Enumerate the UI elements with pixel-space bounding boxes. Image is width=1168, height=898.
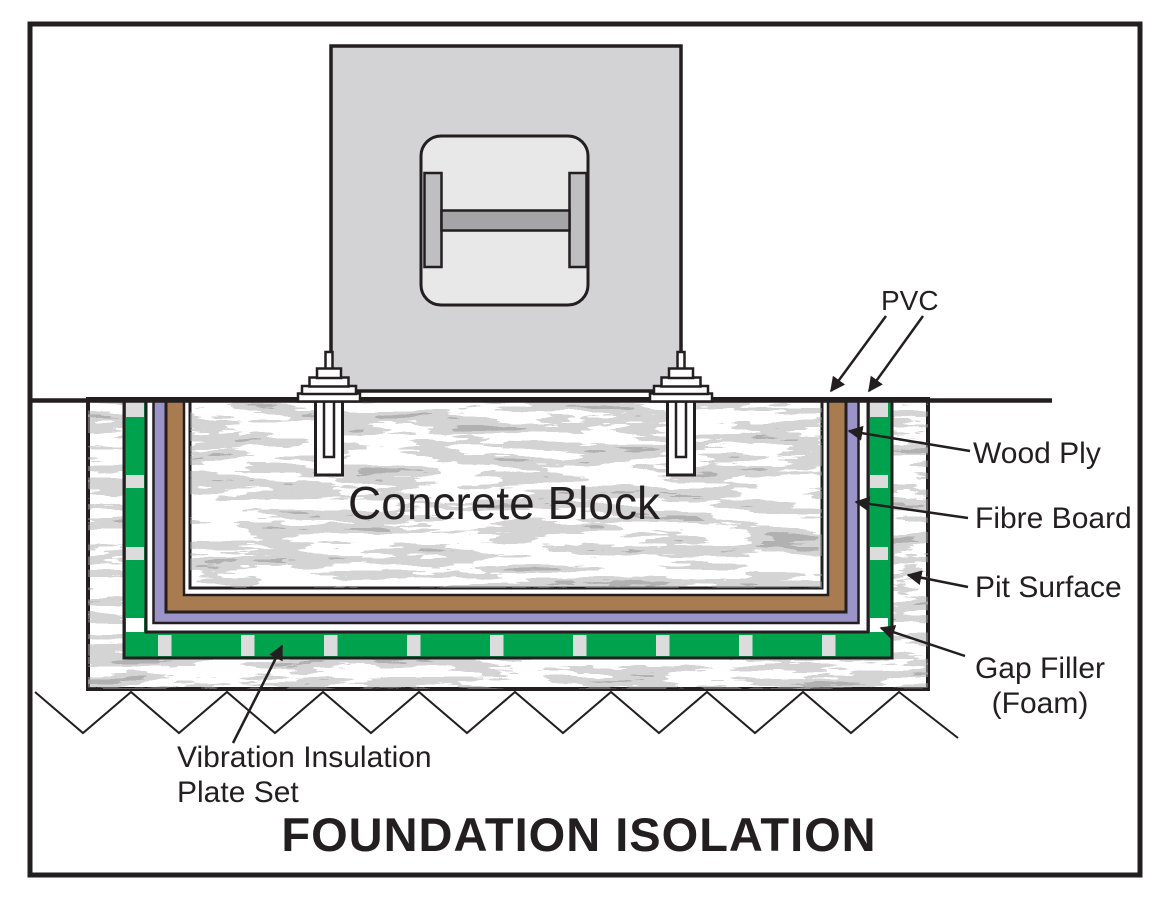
bolt-nut-upper [667, 367, 695, 380]
foam-gap [656, 635, 670, 656]
foam-gap [158, 635, 172, 656]
foam-cap-left [126, 402, 144, 417]
vibration-insulation-sub-label: Plate Set [177, 776, 299, 809]
foam-gap [822, 635, 836, 656]
bolt-nut-upper [315, 367, 343, 380]
pvc-label: PVC [881, 285, 939, 316]
bolt-rod-right [674, 399, 688, 459]
h-frame-cross-bar [440, 209, 571, 232]
anchor-bolt-right [648, 350, 714, 403]
fibre-board-label: Fibre Board [975, 502, 1132, 535]
gap-filler-arrow [879, 625, 966, 658]
leader-arrows [231, 315, 971, 744]
machine [329, 44, 683, 393]
fibre-board-arrow [854, 496, 969, 520]
gap-filler-label: Gap Filler [975, 652, 1105, 685]
h-frame-left-bar [423, 171, 443, 269]
pit-surface-label: Pit Surface [975, 571, 1122, 604]
wood-ply-arrow [847, 425, 971, 453]
foam-cap-right [870, 402, 888, 417]
machine-h-frame [423, 171, 588, 269]
soil-zigzag [34, 690, 959, 739]
bolt-stud [676, 350, 686, 371]
foam-gap [870, 475, 888, 488]
foam-gap [241, 635, 255, 656]
foam-gap [870, 547, 888, 560]
concrete-block-texture [190, 400, 822, 588]
vibration-insulation-label: Vibration Insulation [177, 741, 432, 774]
foam-gap [739, 635, 753, 656]
foam-gap [126, 475, 144, 488]
concrete-block [188, 398, 824, 590]
h-frame-right-bar [568, 171, 588, 269]
foam-gap [490, 635, 504, 656]
concrete-block-label: Concrete Block [348, 477, 661, 529]
diagram-title: FOUNDATION ISOLATION [281, 808, 876, 861]
foam-gap [573, 635, 587, 656]
bolt-rod-left [322, 399, 336, 459]
pvc-arrow-2 [867, 315, 925, 393]
gap-filler-sub-label: (Foam) [992, 687, 1089, 720]
vibration-plate-arrow [231, 644, 284, 744]
pvc-arrow-1 [829, 315, 888, 393]
foam-gap-fillers [126, 402, 888, 656]
foam-gap [407, 635, 421, 656]
pit-surface-arrow [906, 570, 969, 589]
anchor-bolt-left [296, 350, 362, 403]
foam-gap [324, 635, 338, 656]
foam-gap [126, 547, 144, 560]
foam-gap-corner-left [126, 618, 144, 632]
wood-ply-label: Wood Ply [973, 437, 1101, 470]
bolt-stud [324, 350, 334, 371]
